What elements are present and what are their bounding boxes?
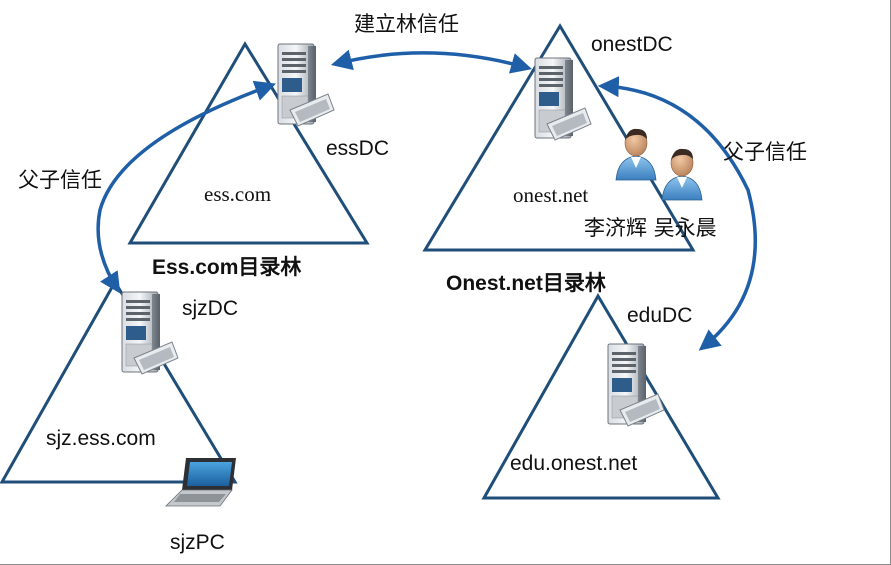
edu-dc-label: eduDC [627,304,693,327]
users-label: 李济辉 吴永晨 [584,216,717,240]
user-icon [661,148,703,201]
parent-child-trust-label-left: 父子信任 [18,168,102,192]
server-icon [277,43,335,127]
server-icon [534,57,592,141]
server-icon [121,291,179,375]
parent-child-trust-label-right: 父子信任 [723,140,807,164]
parent-child-trust-arrow-left [96,80,276,294]
sjz-dc-label: sjzDC [182,297,238,320]
forest-trust-label: 建立林信任 [354,12,459,36]
server-icon [607,343,665,427]
ess-forest-label: Ess.com目录林 [152,256,302,279]
edu-domain-label: edu.onest.net [510,452,638,475]
onest-dc-label: onestDC [591,33,673,56]
laptop-icon [165,458,236,507]
ess-dc-label: essDC [326,137,390,160]
ess-domain-label: ess.com [204,182,272,206]
sjz-pc-label: sjzPC [170,531,225,554]
onest-domain-label: onest.net [513,183,589,207]
user-icon [615,128,657,181]
onest-forest-label: Onest.net目录林 [446,272,606,295]
sjz-domain-triangle [0,279,238,484]
forest-trust-arrow [330,49,533,74]
parent-child-trust-arrow-right [597,76,758,351]
sjz-domain-label: sjz.ess.com [46,427,156,450]
